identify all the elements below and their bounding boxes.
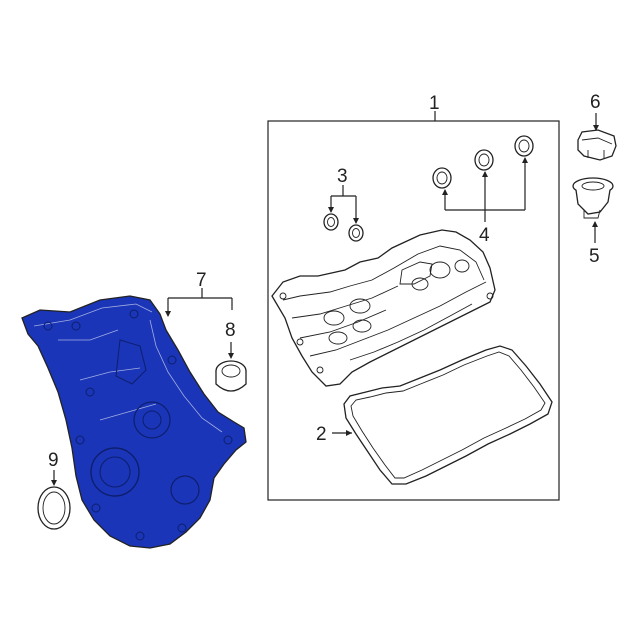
- seal-small-b[interactable]: [348, 224, 364, 242]
- valve-cover-gasket[interactable]: [343, 345, 553, 485]
- crankshaft-seal[interactable]: [37, 486, 71, 530]
- front-cover-seal[interactable]: [215, 360, 247, 392]
- timing-cover[interactable]: [21, 295, 247, 549]
- callout-6: 6: [590, 92, 601, 113]
- callout-1: 1: [429, 93, 440, 114]
- callout-9: 9: [48, 450, 59, 471]
- callout-4: 4: [479, 225, 490, 246]
- callout-2: 2: [316, 424, 327, 445]
- oil-filler-cap[interactable]: [577, 129, 617, 161]
- seal-small-a[interactable]: [323, 213, 339, 231]
- valve-cover[interactable]: [271, 229, 496, 387]
- pcv-valve[interactable]: [572, 177, 614, 219]
- assembly-box: [267, 120, 560, 501]
- callout-3: 3: [337, 166, 348, 187]
- callout-7: 7: [196, 270, 207, 291]
- callout-5: 5: [589, 246, 600, 267]
- seal-large-c[interactable]: [514, 135, 534, 157]
- seal-large-b[interactable]: [474, 149, 494, 171]
- callout-8: 8: [225, 320, 236, 341]
- seal-large-a[interactable]: [432, 167, 452, 189]
